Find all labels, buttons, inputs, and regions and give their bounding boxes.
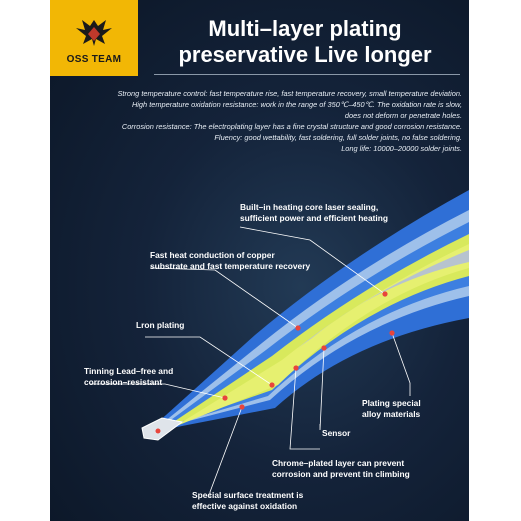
brand-logo: OSS TEAM	[50, 0, 138, 76]
callout-heating-core: Built–in heating core laser sealing, suf…	[240, 202, 388, 223]
title-divider	[154, 74, 460, 75]
brand-name: OSS TEAM	[66, 54, 122, 65]
description-line: High temperature oxidation resistance: w…	[131, 100, 462, 109]
callout-copper-substrate: Fast heat conduction of copper substrate…	[150, 250, 311, 271]
title-line-2: preservative Live longer	[178, 42, 432, 67]
copper-layer	[174, 244, 469, 427]
soldering-tip-cross-section	[90, 190, 469, 497]
callout-sensor: Sensor	[322, 428, 351, 438]
callout-markers	[222, 291, 395, 410]
tinned-tip	[141, 417, 184, 441]
iron-layer	[166, 234, 469, 427]
callout-chrome: Chrome–plated layer can prevent corrosio…	[272, 458, 410, 479]
description-line: Strong temperature control: fast tempera…	[117, 89, 462, 98]
callout-alloy: Plating special alloy materials	[362, 398, 421, 419]
page-title: Multi–layer plating preservative Live lo…	[150, 16, 460, 68]
title-line-1: Multi–layer plating	[208, 16, 402, 41]
description-line: Corrosion resistance: The electroplating…	[121, 122, 462, 131]
tip-tinning-marker	[155, 428, 161, 434]
feature-description: Strong temperature control: fast tempera…	[56, 88, 462, 154]
product-poster: OSS TEAM Multi–layer plating preservativ…	[50, 0, 469, 521]
description-line: Long life: 10000–20000 solder joints.	[341, 144, 462, 153]
heating-core	[298, 250, 469, 348]
leader-lines	[90, 226, 411, 497]
callout-iron-plating: Lron plating	[136, 320, 185, 330]
description-line: Fluency: good wettability, fast solderin…	[214, 133, 462, 142]
callout-tinning: Tinning Lead–free and corrosion–resistan…	[84, 366, 174, 387]
description-line: does not deform or penetrate holes.	[344, 111, 462, 120]
callout-surface-treatment: Special surface treatment is effective a…	[192, 490, 304, 511]
eagle-emblem-icon	[76, 20, 112, 46]
